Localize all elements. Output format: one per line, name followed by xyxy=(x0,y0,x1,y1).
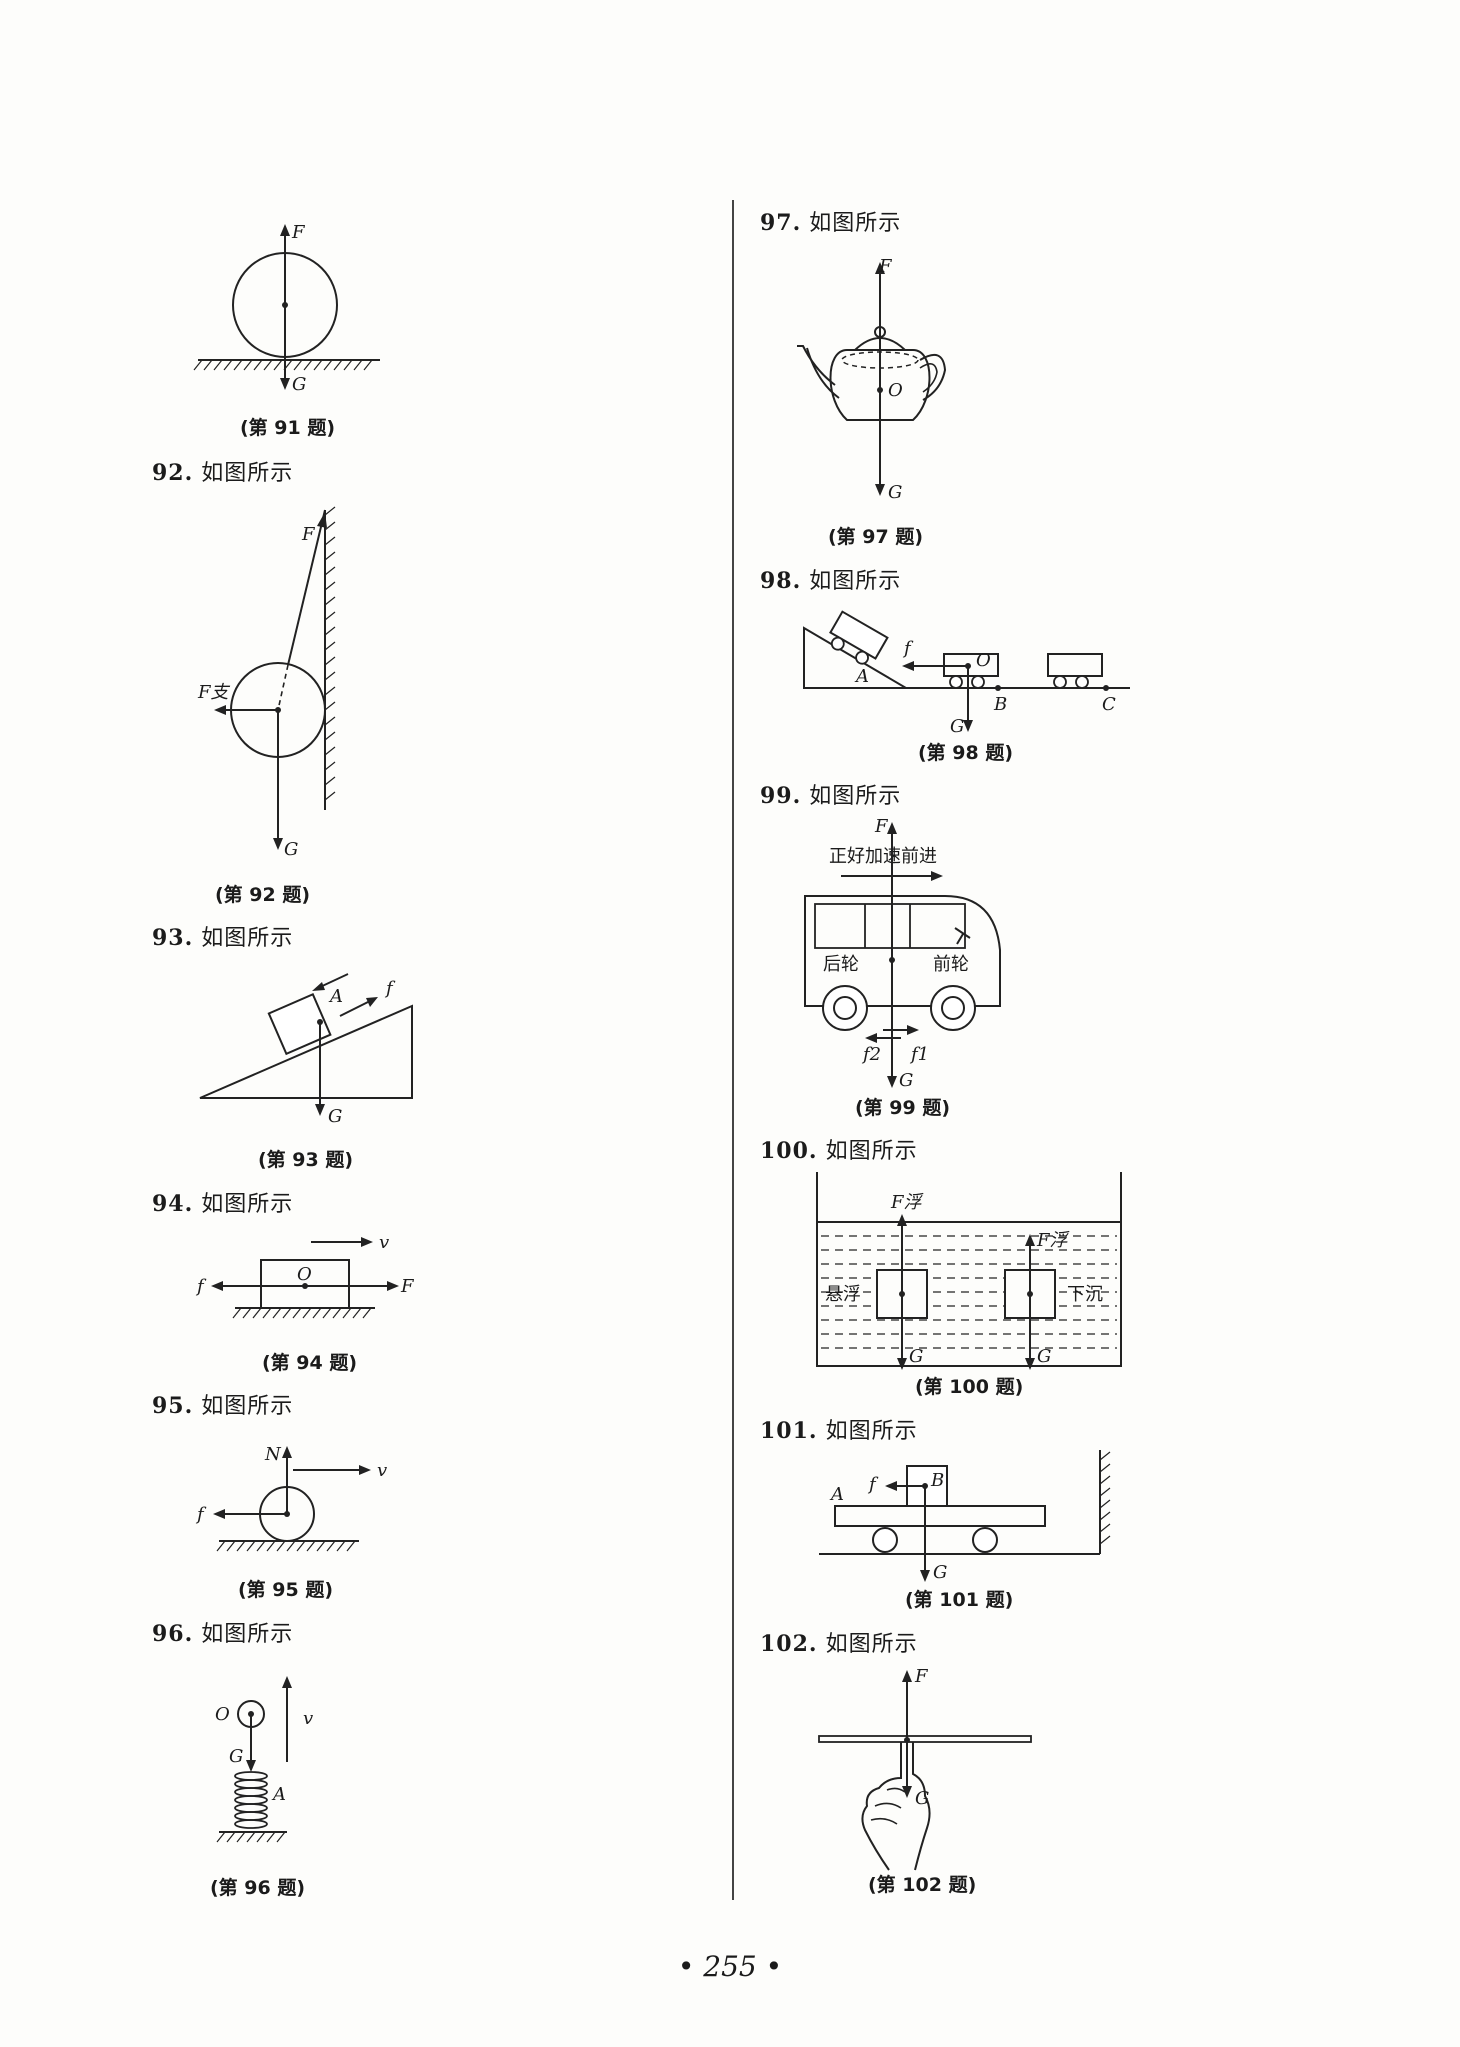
figure-102: F G xyxy=(818,1666,1032,1871)
item-95: 95.如图所示 xyxy=(152,1393,294,1419)
label-G: G xyxy=(950,716,964,737)
label-v: v xyxy=(379,1232,389,1253)
caption-97: (第 97 题) xyxy=(828,526,924,548)
caption-101: (第 101 题) xyxy=(905,1589,1014,1611)
label-A: A xyxy=(829,1484,844,1505)
label-F: F xyxy=(914,1666,929,1687)
label-f2: f2 xyxy=(861,1044,881,1065)
label-F: F xyxy=(400,1276,415,1297)
label-O: O xyxy=(215,1704,230,1725)
label-F: F xyxy=(874,816,889,837)
caption-91: (第 91 题) xyxy=(240,417,336,439)
label-f: f xyxy=(195,1504,207,1525)
label-G: G xyxy=(328,1106,342,1127)
caption-98: (第 98 题) xyxy=(918,742,1014,764)
label-G-1: G xyxy=(909,1346,923,1367)
item-98: 98.如图所示 xyxy=(760,568,902,594)
item-97: 97.如图所示 xyxy=(760,210,902,236)
label-O: O xyxy=(976,650,991,671)
label-F-fu-2: F浮 xyxy=(1036,1230,1070,1251)
label-A: A xyxy=(854,666,869,687)
caption-100: (第 100 题) xyxy=(915,1376,1024,1398)
figure-99: 正好加速前进 后轮 前轮 F f2 f1 G xyxy=(804,816,1001,1091)
label-f: f xyxy=(195,1276,207,1297)
label-B: B xyxy=(993,694,1007,715)
caption-94: (第 94 题) xyxy=(262,1352,358,1374)
figure-91: F G xyxy=(193,222,380,395)
caption-95: (第 95 题) xyxy=(238,1579,334,1601)
item-99: 99.如图所示 xyxy=(760,783,902,809)
item-93: 93.如图所示 xyxy=(152,925,294,951)
item-102: 102.如图所示 xyxy=(760,1631,918,1657)
label-f: f xyxy=(384,978,396,999)
label-f: f xyxy=(902,638,914,659)
label-G: G xyxy=(292,374,306,395)
column-divider xyxy=(732,200,734,1900)
figure-98: A f O G B C xyxy=(803,610,1130,737)
label-O: O xyxy=(297,1264,312,1285)
label-F: F xyxy=(301,524,316,545)
label-G: G xyxy=(229,1746,243,1767)
label-xuanfu: 悬浮 xyxy=(825,1284,861,1305)
label-G: G xyxy=(933,1562,947,1583)
figure-101: B A f G xyxy=(819,1450,1111,1583)
figure-100: F浮 F浮 悬浮 下沉 G G xyxy=(816,1172,1122,1370)
figure-96: O G v A xyxy=(215,1676,313,1843)
figure-97: F O G xyxy=(797,256,947,503)
figure-93: A f G xyxy=(199,973,413,1127)
figure-94: v O f F xyxy=(195,1232,415,1319)
item-94: 94.如图所示 xyxy=(152,1191,294,1217)
page-number: • 255 • xyxy=(677,1950,783,1983)
label-G: G xyxy=(284,839,298,860)
label-A: A xyxy=(271,1784,286,1805)
label-G: G xyxy=(915,1788,929,1809)
figure-95: N v f xyxy=(195,1444,387,1552)
item-96: 96.如图所示 xyxy=(152,1621,294,1647)
label-zhenghao: 正好加速前进 xyxy=(829,846,937,867)
label-v: v xyxy=(303,1708,313,1729)
label-qianlun: 前轮 xyxy=(933,954,969,975)
label-C: C xyxy=(1102,694,1116,715)
label-G: G xyxy=(899,1070,913,1091)
caption-92: (第 92 题) xyxy=(215,884,311,906)
label-G-2: G xyxy=(1037,1346,1051,1367)
item-92: 92.如图所示 xyxy=(152,460,294,486)
caption-93: (第 93 题) xyxy=(258,1149,354,1171)
label-f1: f1 xyxy=(909,1044,929,1065)
label-F: F xyxy=(878,256,893,277)
caption-96: (第 96 题) xyxy=(210,1877,306,1899)
item-101: 101.如图所示 xyxy=(760,1418,918,1444)
label-houlun: 后轮 xyxy=(823,954,859,975)
label-v: v xyxy=(377,1460,387,1481)
caption-102: (第 102 题) xyxy=(868,1874,977,1896)
label-B: B xyxy=(930,1470,944,1491)
label-f: f xyxy=(867,1474,879,1495)
label-N: N xyxy=(264,1444,282,1465)
label-A: A xyxy=(328,986,343,1007)
label-F-zhi: F支 xyxy=(197,682,230,703)
label-O: O xyxy=(888,380,903,401)
label-F-fu-1: F浮 xyxy=(890,1192,924,1213)
label-G: G xyxy=(888,482,902,503)
label-F: F xyxy=(291,222,306,243)
caption-99: (第 99 题) xyxy=(855,1097,951,1119)
label-xiachen: 下沉 xyxy=(1067,1284,1103,1305)
figure-92: F F支 G xyxy=(197,506,336,860)
item-100: 100.如图所示 xyxy=(760,1138,918,1164)
